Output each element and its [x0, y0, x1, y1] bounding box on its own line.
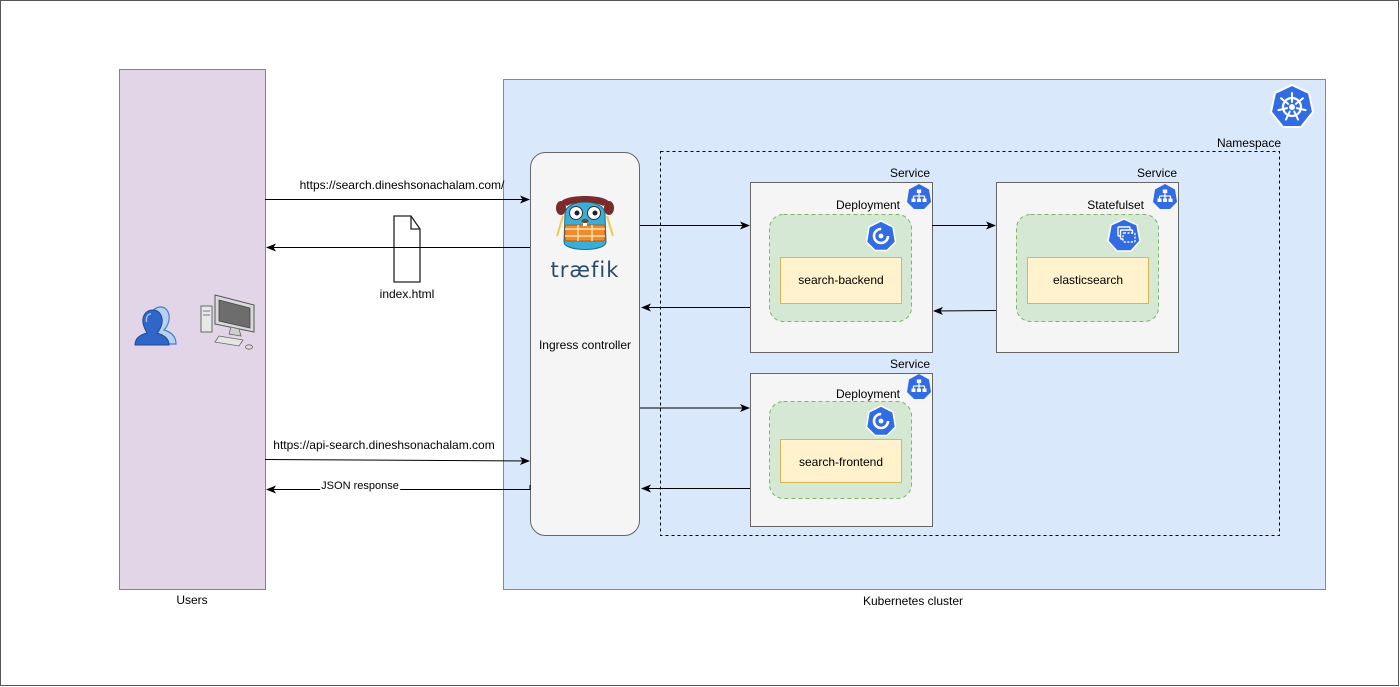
computer-icon	[200, 294, 255, 350]
statefulset-icon	[1107, 218, 1141, 252]
file-label: index.html	[379, 287, 435, 301]
backend-service-label: Service	[889, 166, 930, 180]
frontend-pod-box	[780, 439, 902, 483]
elastic-pod-label: elasticsearch	[1052, 273, 1124, 287]
traefik-gopher-logo	[556, 196, 614, 250]
deployment-icon	[865, 404, 897, 437]
namespace-box	[660, 151, 1280, 536]
search-url-label: https://search.dineshsonachalam.com/	[299, 178, 505, 192]
frontend-deployment-label: Deployment	[835, 387, 900, 401]
backend-deployment-label: Deployment	[835, 198, 900, 212]
api-url-label: https://api-search.dineshsonachalam.com	[273, 438, 495, 452]
cluster-label: Kubernetes cluster	[862, 594, 964, 608]
elastic-pod-box	[1027, 257, 1149, 304]
json-response-label: JSON response	[320, 480, 400, 492]
backend-pod-label: search-backend	[798, 273, 884, 287]
ingress-controller-box	[530, 152, 640, 536]
backend-pod-box	[780, 257, 902, 304]
users-icon	[134, 306, 177, 346]
traefik-logo-text: træfik	[550, 258, 620, 282]
users-label: Users	[176, 593, 208, 607]
elastic-statefulset-label: Statefulset	[1087, 198, 1144, 212]
file-icon	[393, 215, 421, 283]
namespace-label: Namespace	[1216, 136, 1281, 150]
deployment-icon	[865, 219, 897, 252]
elastic-service-label: Service	[1136, 166, 1177, 180]
arrow-users-to-ingress-api	[264, 456, 530, 465]
frontend-pod-label: search-frontend	[798, 455, 884, 469]
frontend-service-label: Service	[889, 357, 930, 371]
kubernetes-helm-icon	[1269, 83, 1315, 128]
ingress-label: Ingress controller	[538, 338, 632, 352]
arrow-elastic-to-backend	[933, 306, 997, 315]
